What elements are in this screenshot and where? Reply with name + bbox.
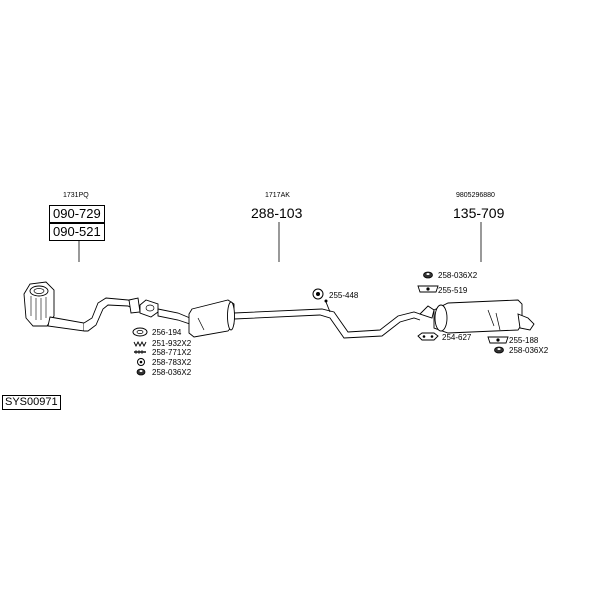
group-ref-catalyst: 1731PQ — [63, 192, 89, 199]
part-number-catalyst-2[interactable]: 090-521 — [49, 223, 105, 241]
diagram-id-label: SYS00971 — [2, 395, 61, 410]
part-label-256-194[interactable]: 256-194 — [152, 328, 182, 337]
nut-icon[interactable] — [494, 346, 504, 354]
clamp-icon[interactable] — [417, 285, 439, 293]
part-number-middle[interactable]: 288-103 — [251, 205, 303, 221]
part-label-258-036-front[interactable]: 258-036X2 — [152, 368, 192, 377]
group-ref-middle: 1717AK — [265, 192, 290, 199]
front-pipe[interactable] — [83, 297, 141, 332]
bracket-icon[interactable] — [417, 332, 439, 341]
group-ref-rear: 9805296880 — [456, 192, 495, 199]
middle-pipe-flange[interactable] — [139, 299, 159, 318]
part-label-258-771[interactable]: 258-771X2 — [152, 348, 192, 357]
clamp-icon[interactable] — [487, 336, 509, 344]
part-label-258-036-rear-bottom[interactable]: 258-036X2 — [509, 346, 549, 355]
part-label-255-448[interactable]: 255-448 — [329, 291, 359, 300]
spring-icon[interactable] — [133, 340, 147, 348]
part-label-251-932[interactable]: 251-932X2 — [152, 339, 192, 348]
part-label-258-036-rear-top[interactable]: 258-036X2 — [438, 271, 478, 280]
part-label-254-627[interactable]: 254-627 — [442, 333, 472, 342]
gasket-icon[interactable] — [132, 327, 148, 337]
catalytic-converter[interactable] — [23, 281, 85, 332]
nut-icon[interactable] — [423, 271, 433, 279]
part-label-255-188[interactable]: 255-188 — [509, 336, 539, 345]
middle-silencer[interactable] — [157, 299, 421, 339]
rear-silencer[interactable] — [419, 299, 535, 334]
part-label-258-783[interactable]: 258-783X2 — [152, 358, 192, 367]
nut-icon[interactable] — [136, 368, 146, 376]
part-number-catalyst-1[interactable]: 090-729 — [49, 205, 105, 223]
washer-icon[interactable] — [137, 358, 145, 366]
part-label-255-519[interactable]: 255-519 — [438, 286, 468, 295]
bolt-icon[interactable] — [134, 350, 146, 354]
rubber-mount-icon[interactable] — [312, 288, 324, 300]
part-number-rear[interactable]: 135-709 — [453, 205, 505, 221]
